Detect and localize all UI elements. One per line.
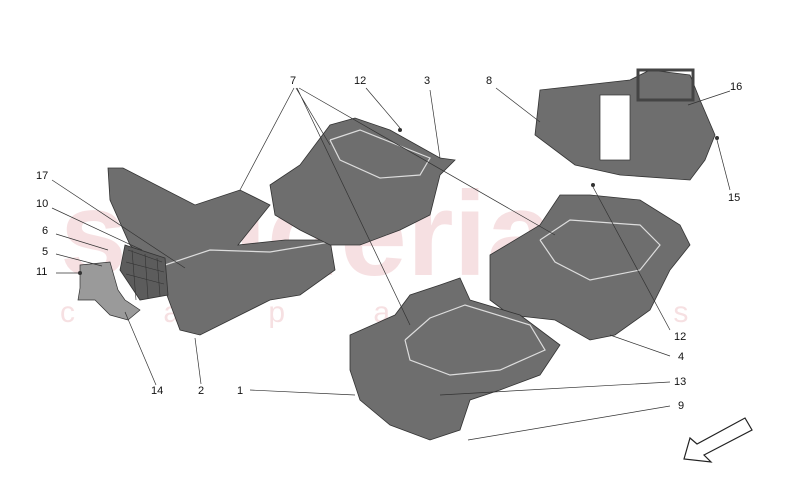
part-rear-console-carpet[interactable] xyxy=(77,167,336,336)
part-rear-panel[interactable] xyxy=(534,68,716,181)
label-4: 4 xyxy=(678,351,684,363)
label-1: 1 xyxy=(237,385,243,397)
label-13: 13 xyxy=(674,376,686,388)
label-5: 5 xyxy=(42,246,48,258)
callout-labels: 7 12 3 8 16 15 17 10 6 5 11 14 2 1 13 9 … xyxy=(36,75,742,412)
part-rear-floor-carpet[interactable] xyxy=(489,194,691,341)
label-3: 3 xyxy=(424,75,430,87)
part-front-floor-carpet[interactable] xyxy=(349,277,561,441)
label-9: 9 xyxy=(678,400,684,412)
label-14: 14 xyxy=(151,385,163,397)
screw-12b xyxy=(591,183,595,187)
part-center-tunnel-carpet[interactable] xyxy=(269,117,456,246)
label-11: 11 xyxy=(36,266,47,278)
leader-lines xyxy=(51,87,731,441)
arrow-down-left-icon xyxy=(683,417,753,463)
label-15: 15 xyxy=(728,192,740,204)
label-17: 17 xyxy=(36,170,48,182)
label-6: 6 xyxy=(42,225,48,237)
label-12: 12 xyxy=(674,331,686,343)
screw-15 xyxy=(715,136,719,140)
nut-11 xyxy=(78,271,82,275)
label-12: 12 xyxy=(354,75,366,87)
label-2: 2 xyxy=(198,385,204,397)
label-16: 16 xyxy=(730,81,742,93)
screw-12a xyxy=(398,128,402,132)
label-7: 7 xyxy=(290,75,296,87)
label-10: 10 xyxy=(36,198,48,210)
label-8: 8 xyxy=(486,75,492,87)
